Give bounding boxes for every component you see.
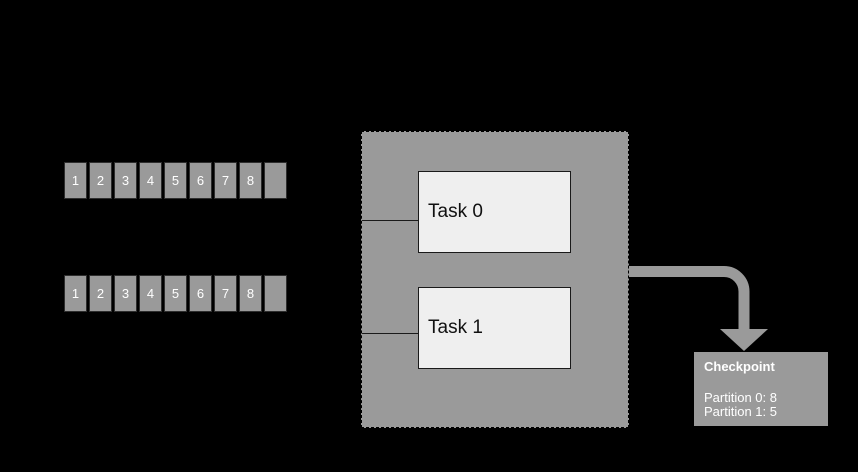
partition-0-row: 1 2 3 4 5 6 7 8 — [64, 162, 287, 199]
task-1-label: Task 1 — [428, 317, 483, 338]
checkpoint-entries: Partition 0: 8 Partition 1: 5 — [704, 391, 828, 419]
partition-cell: 2 — [89, 162, 112, 199]
partition-cell: 3 — [114, 162, 137, 199]
partition-1-row: 1 2 3 4 5 6 7 8 — [64, 275, 287, 312]
task-1-box: Task 1 — [418, 287, 571, 369]
bent-arrow-icon — [629, 266, 768, 351]
partition-cell: 4 — [139, 275, 162, 312]
checkpoint-box: Checkpoint Partition 0: 8 Partition 1: 5 — [694, 352, 828, 426]
partition-cell: 7 — [214, 275, 237, 312]
checkpoint-entry-partition1: Partition 1: 5 — [704, 404, 777, 419]
partition-cell-empty — [264, 275, 287, 312]
partition-cell: 2 — [89, 275, 112, 312]
partition-cell: 1 — [64, 162, 87, 199]
checkpoint-entry-partition0: Partition 0: 8 — [704, 390, 777, 405]
partition-cell: 8 — [239, 275, 262, 312]
checkpoint-title: Checkpoint — [704, 359, 775, 374]
connector-line-task0 — [362, 220, 418, 221]
partition-cell: 7 — [214, 162, 237, 199]
partition-cell: 6 — [189, 275, 212, 312]
job-container: Task 0 Task 1 — [361, 131, 629, 428]
partition-cell: 5 — [164, 275, 187, 312]
partition-cell: 6 — [189, 162, 212, 199]
partition-cell: 4 — [139, 162, 162, 199]
connector-line-task1 — [362, 333, 418, 334]
partition-cell: 1 — [64, 275, 87, 312]
partition-cell: 8 — [239, 162, 262, 199]
partition-cell-empty — [264, 162, 287, 199]
task-0-label: Task 0 — [428, 201, 483, 222]
partition-cell: 5 — [164, 162, 187, 199]
partition-cell: 3 — [114, 275, 137, 312]
task-0-box: Task 0 — [418, 171, 571, 253]
